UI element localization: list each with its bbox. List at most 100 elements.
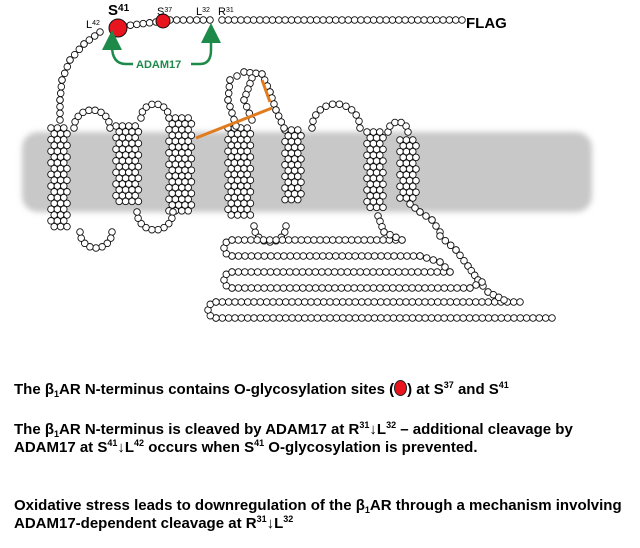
residue-circle: [131, 157, 139, 165]
residue-circle: [280, 252, 288, 260]
residue-circle: [281, 314, 290, 322]
residue-circle: [247, 236, 255, 244]
residue-circle: [86, 243, 94, 251]
residue-circle: [452, 298, 461, 306]
residue-circle: [63, 176, 71, 184]
residue-circle: [294, 161, 302, 169]
residue-circle: [376, 197, 384, 206]
residue-circle: [347, 236, 356, 244]
residue-circle: [63, 188, 71, 196]
residue-circle: [60, 193, 68, 202]
residue-circle: [218, 314, 227, 322]
residue-circle: [320, 314, 328, 322]
residue-circle: [266, 236, 274, 244]
residue-circle: [287, 16, 296, 24]
residue-circle: [187, 143, 196, 151]
residue-circle: [351, 298, 360, 306]
residue-circle: [56, 96, 64, 104]
residue-circle: [408, 284, 416, 292]
residue-circle: [262, 314, 271, 322]
residue-circle: [145, 19, 154, 27]
residue-circle: [77, 234, 85, 242]
residue-circle: [396, 252, 405, 260]
residue-circle: [319, 16, 327, 24]
residue-circle: [366, 203, 374, 212]
residue-circle: [246, 199, 255, 208]
residue-circle: [131, 191, 139, 200]
residue-circle: [243, 159, 251, 167]
residue-circle: [404, 128, 412, 136]
residue-circle: [516, 314, 525, 322]
residue-circle: [287, 195, 296, 204]
residue-circle: [397, 118, 405, 127]
residue-circle: [134, 162, 143, 171]
residue-circle: [535, 314, 544, 322]
residue-circle: [408, 314, 417, 322]
beta1-adrenergic-receptor-topology-diagram: S41 S37 L32 R31 L42 FLAG ADAM17: [22, 2, 592, 322]
residue-circle: [186, 16, 194, 24]
residue-circle: [253, 236, 261, 244]
residue-circle: [392, 233, 400, 242]
residue-circle: [292, 268, 300, 276]
residue-circle: [342, 102, 350, 110]
disulfide-bond-2: [260, 79, 272, 103]
residue-circle: [98, 243, 106, 251]
residue-circle: [355, 117, 363, 125]
residue-circle: [330, 268, 339, 276]
residue-circle: [452, 246, 460, 254]
residue-circle: [106, 124, 114, 132]
red-dot-glyco-icon: [394, 380, 408, 396]
residue-circle: [313, 314, 322, 322]
residue-circle: [233, 72, 241, 80]
residue-circle: [362, 268, 371, 276]
residue-circle: [184, 172, 192, 180]
residue-circle: [379, 157, 387, 165]
residue-circle: [134, 151, 143, 159]
residue-circle: [294, 195, 302, 204]
residue-circle: [421, 284, 429, 292]
residue-circle: [466, 284, 474, 292]
residue-circle: [281, 228, 289, 236]
residue-circle: [206, 16, 214, 24]
adam17-cleavage-arrow: [110, 23, 221, 66]
residue-circle: [345, 314, 353, 322]
residue-circle: [241, 284, 249, 292]
disulfide-bond-1: [195, 106, 273, 140]
residue-circle: [172, 16, 181, 24]
residue-circle: [246, 130, 255, 138]
residue-circle: [422, 254, 431, 262]
residue-circle: [360, 236, 368, 244]
caption-adam17-cleavage: The β1AR N-terminus is cleaved by ADAM17…: [14, 420, 573, 457]
residue-circle: [369, 16, 378, 24]
residue-circle: [478, 278, 486, 286]
residue-circle: [344, 284, 352, 292]
residue-circle: [382, 284, 391, 292]
residue-circle: [412, 165, 420, 173]
residue-circle: [234, 252, 243, 260]
glyco-site-s41: [108, 18, 128, 38]
residue-circle: [80, 239, 89, 248]
residue-circle: [412, 142, 420, 150]
residue-circle: [332, 298, 341, 306]
residue-circle: [382, 268, 390, 276]
residue-circle: [390, 252, 398, 260]
residue-circle: [251, 228, 259, 236]
residue-circle: [250, 298, 258, 306]
residue-circle: [377, 314, 385, 322]
residue-circle: [422, 212, 430, 220]
residue-circle: [351, 314, 360, 322]
residue-circle: [278, 236, 287, 244]
residue-circle: [178, 207, 186, 215]
residue-circle: [75, 45, 84, 54]
residue-circle: [453, 314, 461, 322]
residue-circle: [297, 190, 305, 198]
residue-circle: [375, 268, 384, 276]
residue-circle: [63, 199, 71, 208]
residue-circle: [266, 284, 275, 292]
residue-circle: [401, 16, 409, 24]
residue-circle: [126, 21, 135, 29]
residue-circle: [305, 284, 313, 292]
residue-circle: [243, 124, 251, 132]
residue-circle: [406, 200, 414, 208]
residue-circle: [319, 252, 327, 260]
